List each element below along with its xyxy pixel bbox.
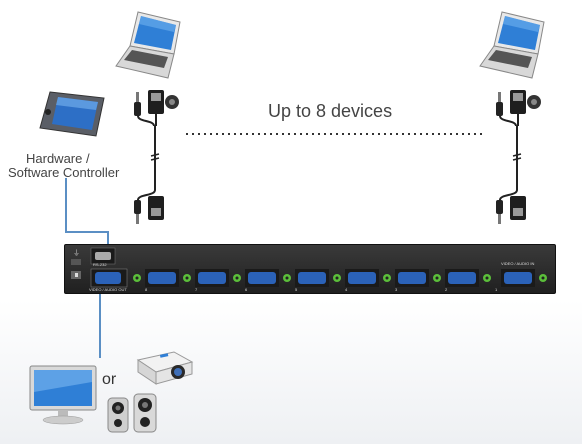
monitor-icon	[28, 364, 100, 426]
input-port	[501, 269, 547, 287]
port-number: 7	[195, 287, 198, 292]
devices-label: Up to 8 devices	[268, 101, 393, 121]
touch-panel-icon	[36, 88, 108, 142]
or-label: or	[102, 371, 117, 388]
input-port	[345, 269, 391, 287]
controller-label-line1: Hardware /	[26, 151, 90, 166]
input-port	[145, 269, 191, 287]
port-number: 1	[495, 287, 498, 292]
panel-ports: ⏚ RS-232 VIDEO / AUDIO OUT	[71, 247, 547, 292]
input-port	[445, 269, 491, 287]
device-rear-panel: ⏚ RS-232 VIDEO / AUDIO OUT	[64, 244, 556, 294]
port-number: 4	[345, 287, 348, 292]
vga-audio-cable-icon	[488, 86, 548, 232]
video-audio-out-label: VIDEO / AUDIO OUT	[89, 287, 127, 292]
vga-audio-cable-icon	[126, 86, 186, 232]
projector-icon	[130, 348, 194, 388]
port-number: 2	[445, 287, 448, 292]
port-number: 8	[145, 287, 148, 292]
laptop-icon	[476, 8, 556, 80]
input-port	[195, 269, 241, 287]
laptop-icon	[112, 8, 192, 80]
rs232-line	[65, 178, 109, 250]
svg-text:⏚: ⏚	[73, 249, 80, 257]
input-port	[245, 269, 291, 287]
video-audio-in-label: VIDEO / AUDIO IN	[501, 261, 534, 266]
rs232-label: RS-232	[93, 262, 107, 267]
speakers-icon	[106, 392, 158, 436]
controller-label-line2: Software Controller	[8, 165, 120, 180]
port-number: 5	[295, 287, 298, 292]
input-port	[395, 269, 441, 287]
input-port	[295, 269, 341, 287]
port-number: 3	[395, 287, 398, 292]
port-number: 6	[245, 287, 248, 292]
